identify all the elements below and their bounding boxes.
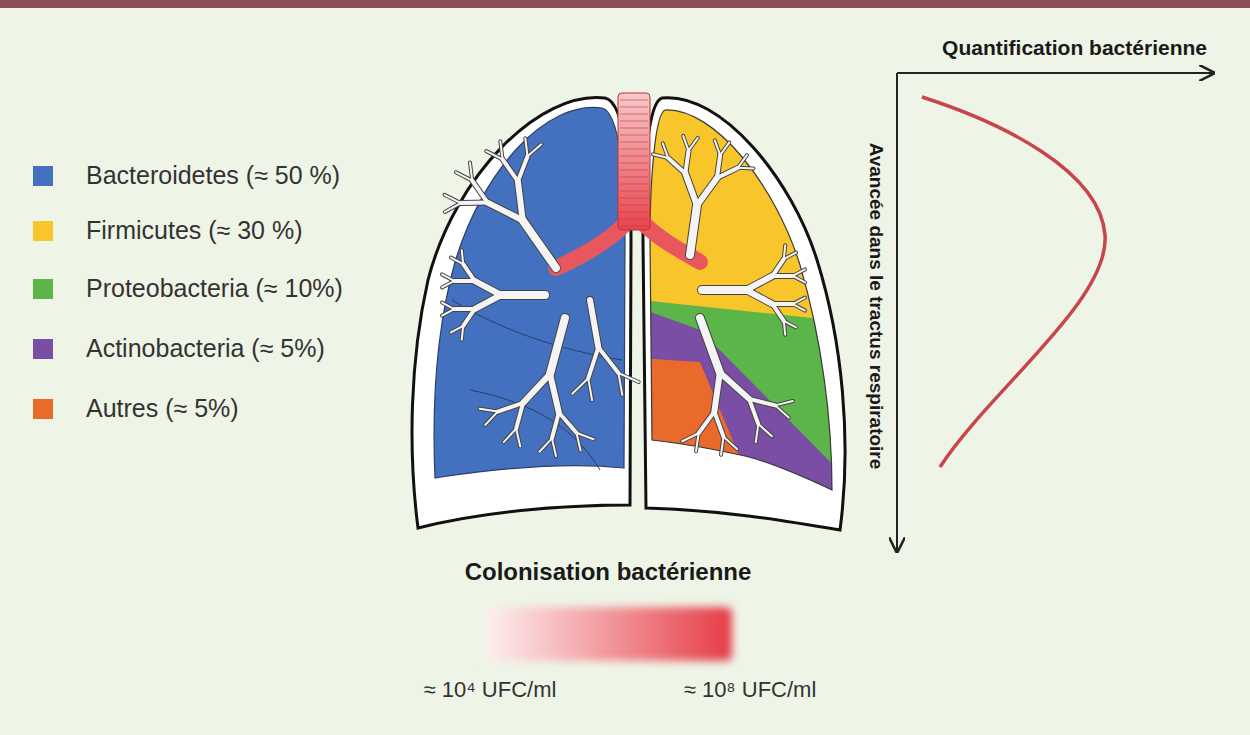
lung-outline <box>412 97 631 528</box>
legend-swatch <box>33 221 53 241</box>
legend-label: Bacteroidetes (≈ 50 %) <box>86 161 340 190</box>
legend-item: Autres (≈ 5%) <box>33 394 239 423</box>
y-axis <box>896 73 898 550</box>
axis-title: Quantification bactérienne <box>942 36 1207 59</box>
scale-title: Colonisation bactérienne <box>465 559 752 585</box>
legend-swatch <box>33 339 53 359</box>
legend-swatch <box>33 166 53 186</box>
legend-item: Proteobacteria (≈ 10%) <box>33 274 343 303</box>
legend-item: Bacteroidetes (≈ 50 %) <box>33 161 340 190</box>
top-bar <box>0 0 1250 8</box>
legend-swatch <box>33 399 53 419</box>
legend-label: Autres (≈ 5%) <box>86 394 239 423</box>
scale-value: ≈ 10⁸ UFC/ml <box>684 678 817 702</box>
bacteroidetes-area <box>434 107 625 478</box>
legend-label: Actinobacteria (≈ 5%) <box>86 334 325 363</box>
lung-phyla <box>640 100 850 530</box>
legend-label: Firmicutes (≈ 30 %) <box>86 216 303 245</box>
gradient-bar <box>486 607 732 661</box>
trachea <box>618 93 650 230</box>
legend-item: Firmicutes (≈ 30 %) <box>33 216 303 245</box>
legend-item: Actinobacteria (≈ 5%) <box>33 334 325 363</box>
axis-title: Avancée dans le tractus respiratoire <box>866 143 887 470</box>
legend-swatch <box>33 279 53 299</box>
quantity-curve <box>922 97 1105 467</box>
bronchial-tree <box>442 136 805 456</box>
legend-label: Proteobacteria (≈ 10%) <box>86 274 343 303</box>
scale-value: ≈ 10⁴ UFC/ml <box>424 678 557 702</box>
x-axis <box>897 72 1212 74</box>
